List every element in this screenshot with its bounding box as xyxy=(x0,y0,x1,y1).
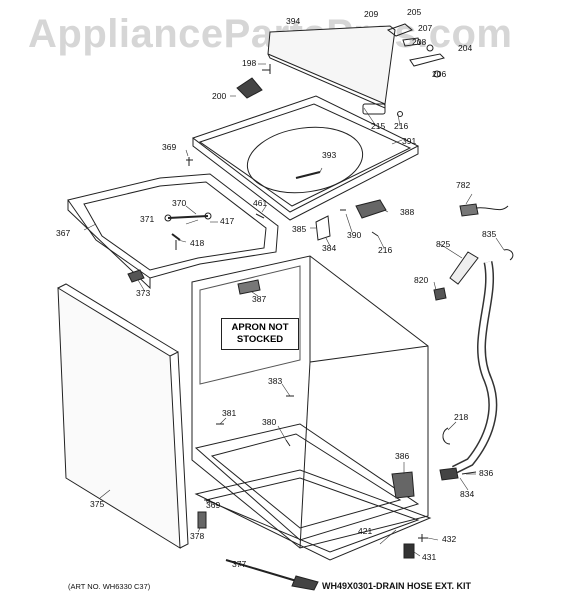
front-panel xyxy=(57,287,181,549)
part-label-835: 835 xyxy=(482,229,497,239)
art-number: (ART NO. WH6330 C37) xyxy=(68,582,151,591)
part-label-373: 373 xyxy=(136,288,151,298)
apron-note-line1: APRON NOT xyxy=(231,322,289,333)
base-frame xyxy=(194,469,432,561)
part-label-208: 208 xyxy=(412,37,427,47)
part-label-782: 782 xyxy=(456,180,471,190)
part-label-417: 417 xyxy=(220,216,235,226)
part-label-384: 384 xyxy=(322,243,337,253)
part-label-206: 206 xyxy=(432,69,447,79)
part-label-218: 218 xyxy=(454,412,469,422)
part-label-204: 204 xyxy=(458,43,473,53)
part-label-418: 418 xyxy=(190,238,205,248)
part-label-367: 367 xyxy=(56,228,71,238)
part-label-820: 820 xyxy=(414,275,429,285)
part-label-205: 205 xyxy=(407,7,422,17)
part-label-391: 391 xyxy=(402,136,417,146)
part-label-375: 375 xyxy=(90,499,105,509)
part-label-432: 432 xyxy=(442,534,457,544)
part-label-461: 461 xyxy=(253,198,268,208)
part-label-387: 387 xyxy=(252,294,267,304)
part-label-200: 200 xyxy=(212,91,227,101)
part-label-215: 215 xyxy=(371,121,386,131)
part-label-385: 385 xyxy=(292,224,307,234)
part-label-377: 377 xyxy=(232,559,247,569)
part-label-207: 207 xyxy=(418,23,433,33)
part-label-198: 198 xyxy=(242,58,257,68)
hinge-bracket xyxy=(386,23,413,37)
support-rod xyxy=(167,215,209,219)
part-label-836: 836 xyxy=(479,468,494,478)
tub-ring-frame xyxy=(67,173,279,279)
part-label-834: 834 xyxy=(460,489,475,499)
part-label-378: 378 xyxy=(190,531,205,541)
lid-bumper xyxy=(236,77,263,99)
tub-opening xyxy=(246,126,364,194)
apron-note-box: APRON NOT STOCKED xyxy=(221,318,299,350)
part-label-380: 380 xyxy=(262,417,277,427)
part-label-383: 383 xyxy=(268,376,283,386)
part-label-381: 381 xyxy=(222,408,237,418)
part-label-421: 421 xyxy=(358,526,373,536)
part-label-216-top: 216 xyxy=(394,121,409,131)
part-label-431: 431 xyxy=(422,552,437,562)
part-label-370: 370 xyxy=(172,198,187,208)
lid-outline xyxy=(267,25,396,105)
part-label-393: 393 xyxy=(322,150,337,160)
part-label-369-bottom: 369 xyxy=(206,500,221,510)
leg-rod xyxy=(225,559,301,583)
part-label-825: 825 xyxy=(436,239,451,249)
part-label-386: 386 xyxy=(395,451,410,461)
apron-note-line2: STOCKED xyxy=(236,334,284,345)
part-label-369-top: 369 xyxy=(162,142,177,152)
part-label-388: 388 xyxy=(400,207,415,217)
part-label-216-mid: 216 xyxy=(378,245,393,255)
part-label-390: 390 xyxy=(347,230,362,240)
part-label-394: 394 xyxy=(286,16,301,26)
part-label-209: 209 xyxy=(364,9,379,19)
lid-switch xyxy=(362,103,386,115)
drain-hose-kit-note: WH49X0301-DRAIN HOSE EXT. KIT xyxy=(322,581,472,591)
part-label-371: 371 xyxy=(140,214,155,224)
